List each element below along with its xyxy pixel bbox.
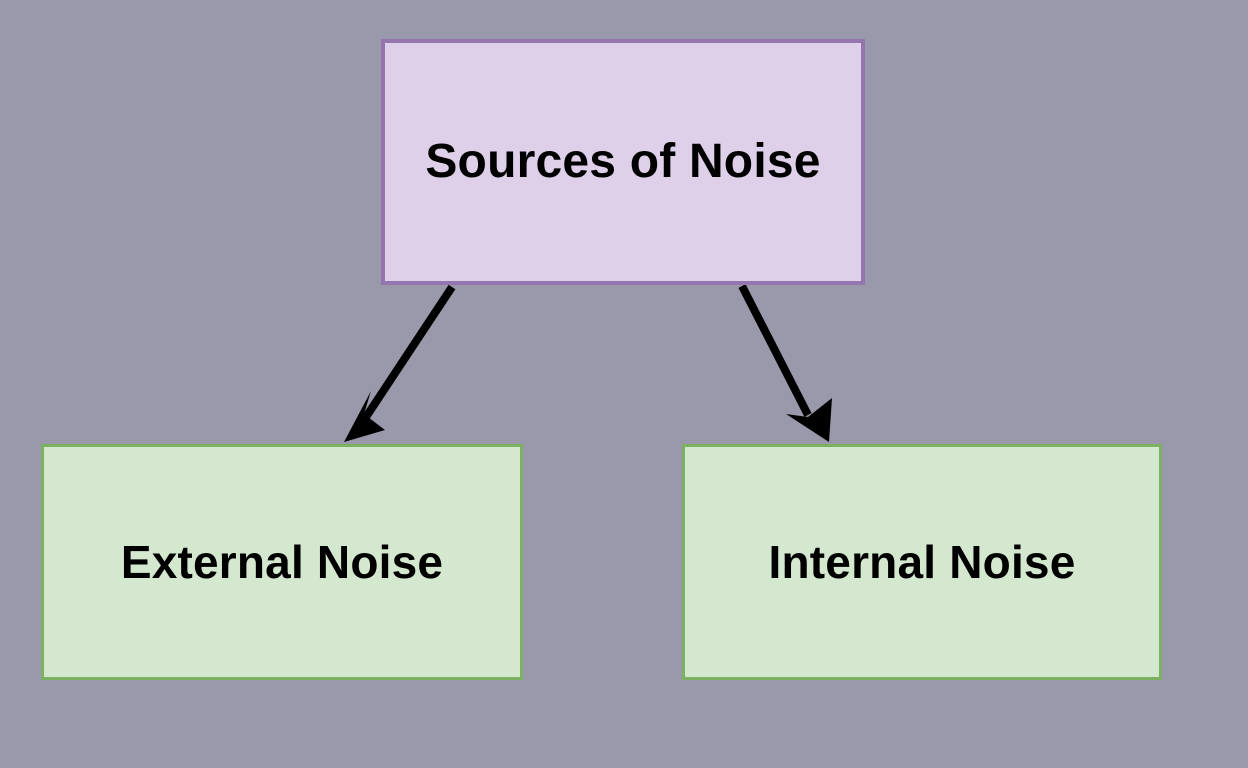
node-sources-of-noise[interactable]: Sources of Noise <box>381 39 865 285</box>
edge-root-to-external <box>344 284 456 442</box>
node-external-noise[interactable]: External Noise <box>41 444 523 680</box>
node-internal-noise[interactable]: Internal Noise <box>682 444 1162 680</box>
node-label-internal-noise: Internal Noise <box>768 535 1076 588</box>
node-label-external-noise: External Noise <box>120 535 444 588</box>
node-label-sources-of-noise: Sources of Noise <box>425 134 821 188</box>
edge-root-to-internal <box>738 284 832 442</box>
